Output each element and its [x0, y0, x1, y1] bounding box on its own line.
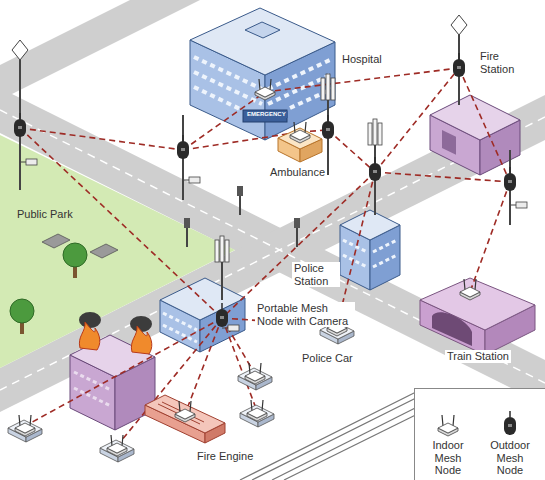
- outdoor-mesh-nodes: [14, 113, 26, 137]
- mesh-links: [222, 318, 255, 374]
- burning-building: [79, 322, 99, 350]
- burning-building: [79, 312, 101, 328]
- pole-fittings: [294, 218, 300, 228]
- mesh-links: [20, 128, 222, 318]
- police-station-building: [340, 210, 400, 290]
- indoor-mesh-nodes: [15, 79, 480, 456]
- vehicles: [8, 128, 354, 462]
- outdoor-mesh-nodes: [216, 303, 228, 327]
- mesh-links: [20, 128, 183, 150]
- pole-fittings: [510, 202, 527, 208]
- hospital-building: [194, 57, 332, 109]
- vehicle-name: Fire Engine: [195, 450, 255, 463]
- burning-building: [131, 326, 151, 354]
- mesh-links: [459, 68, 510, 182]
- mesh-links: [185, 318, 222, 414]
- outdoor-mesh-nodes: [322, 115, 334, 139]
- mesh-links: [470, 182, 510, 292]
- rail-tracks: [240, 390, 420, 480]
- outdoor-mesh-nodes: [453, 53, 465, 77]
- hospital-building: [194, 87, 240, 109]
- pole-fittings: [20, 159, 37, 165]
- roads: [0, 0, 200, 100]
- train-station: [432, 312, 472, 346]
- vehicle-name: Ambulance: [268, 166, 327, 179]
- sign-text: EMERGENCY: [245, 111, 288, 118]
- fire-station-building: [442, 130, 456, 155]
- hospital-building: [245, 22, 280, 38]
- building-name: Police Station: [292, 262, 340, 287]
- indoor-mesh-nodes: [290, 122, 310, 143]
- pole-fittings: [368, 119, 382, 145]
- pole-fittings: [12, 40, 28, 60]
- building-name: Fire Station: [478, 50, 524, 75]
- hospital-building: [194, 72, 262, 104]
- office-building: [163, 325, 197, 342]
- indoor-mesh-nodes: [247, 400, 267, 421]
- poles: [20, 25, 510, 300]
- pole-fittings: [451, 15, 467, 35]
- burning-building: [130, 316, 152, 332]
- legend-text: Indoor Mesh Node: [418, 439, 478, 477]
- hospital-building: [194, 57, 262, 89]
- indoor-mesh-nodes: [107, 435, 127, 456]
- burning-building: [70, 312, 155, 430]
- mesh-links: [265, 68, 459, 92]
- indoor-mesh-nodes: [255, 79, 275, 100]
- office-building: [163, 313, 197, 330]
- fire-station-building: [430, 95, 520, 175]
- mesh-links: [183, 92, 265, 150]
- vehicles: [145, 395, 225, 433]
- roads: [0, 110, 545, 383]
- vehicle-name: Police Car: [300, 352, 355, 365]
- building-name: Train Station: [445, 350, 511, 363]
- police-station-building: [343, 255, 367, 267]
- mesh-links: [375, 68, 459, 172]
- park: [90, 244, 118, 258]
- indoor-mesh-nodes: [460, 279, 480, 300]
- burning-building: [74, 372, 111, 406]
- legend-panel: [415, 389, 545, 480]
- police-station-building: [343, 240, 397, 267]
- indoor-mesh-nodes: [15, 415, 35, 436]
- node-caption: Portable Mesh Node with Camera: [255, 302, 355, 327]
- pole-fittings: [183, 177, 200, 183]
- outdoor-mesh-nodes: [177, 135, 189, 159]
- legend-text: Outdoor Mesh Node: [480, 439, 540, 477]
- hospital-building: [190, 8, 335, 140]
- indoor-mesh-nodes: [175, 401, 195, 422]
- building-name: Hospital: [340, 53, 384, 66]
- outdoor-mesh-nodes: [14, 53, 516, 327]
- legend-sample: [438, 415, 458, 436]
- mesh-links: [222, 318, 257, 411]
- hospital-building: [243, 110, 287, 122]
- roads: [0, 0, 545, 412]
- mesh-links: [375, 172, 510, 182]
- park: [63, 243, 87, 267]
- pole-fittings: [184, 218, 190, 228]
- legend-sample: [504, 411, 516, 435]
- police-station-building: [373, 240, 397, 252]
- park: [10, 299, 34, 323]
- indoor-mesh-nodes: [245, 363, 265, 384]
- park: [42, 234, 70, 248]
- police-station-building: [340, 210, 400, 240]
- pole-fittings: [12, 15, 527, 331]
- outdoor-mesh-nodes: [504, 167, 516, 191]
- train-station: [420, 278, 535, 355]
- vehicles: [162, 402, 204, 422]
- pole-fittings: [215, 236, 229, 262]
- pole-fittings: [237, 186, 243, 196]
- office-building: [163, 313, 197, 342]
- mesh-links: [222, 172, 375, 318]
- legend-panel: [415, 389, 545, 480]
- rail-tracks: [252, 392, 428, 480]
- pole-fittings: [321, 74, 335, 100]
- outdoor-mesh-nodes: [369, 157, 381, 181]
- police-station-building: [373, 255, 397, 267]
- area-name: Public Park: [15, 208, 75, 221]
